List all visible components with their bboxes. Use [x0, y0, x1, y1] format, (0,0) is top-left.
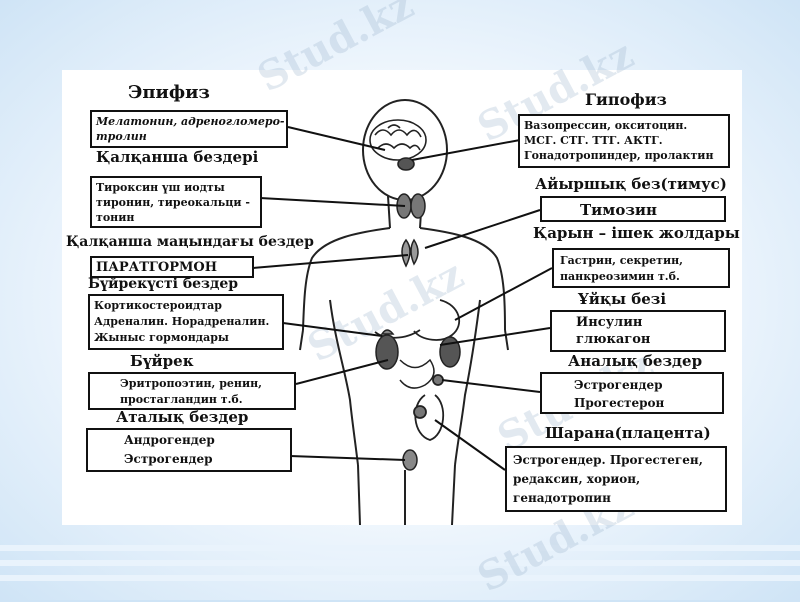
hormone-text: Эстрогендер	[574, 378, 663, 392]
label-thyroid: Қалқанша бездері	[96, 148, 259, 166]
label-ovaries: Аналық бездер	[568, 352, 703, 370]
hormone-text: Жыныс гормондары	[94, 331, 229, 344]
hormone-text: Тироксин үш иодты	[96, 181, 225, 194]
left-side	[329, 299, 359, 466]
hormone-text: Эритропоэтин, ренин,	[120, 377, 262, 390]
left-shoulder	[302, 227, 391, 331]
label-epiphysis: Эпифиз	[128, 82, 210, 103]
box-thymus: Тимозин	[540, 196, 726, 222]
box-thyroid: Тироксин үш иодты тиронин, тиреокальци -…	[90, 176, 262, 228]
hormone-text: МСГ. СТГ. ТТГ. АКТГ.	[524, 134, 663, 147]
label-parathyroid: Қалқанша маңындағы бездер	[66, 234, 314, 250]
label-pancreas: Ұйқы безі	[578, 290, 667, 308]
label-adrenal: Бүйрекүсті бездер	[88, 276, 239, 292]
hormone-text: Гастрин, секретин,	[560, 254, 683, 267]
hormone-text: Тимозин	[580, 201, 657, 219]
box-gut: Гастрин, секретин, панкреозимин т.б.	[552, 248, 730, 288]
head-outline	[362, 99, 448, 201]
hormone-text: тиронин, тиреокальци -	[96, 196, 250, 209]
hormone-text: тролин	[96, 130, 147, 143]
uterus-icon	[413, 374, 444, 441]
testes-icon	[402, 449, 418, 471]
intestine-icon	[399, 358, 435, 389]
box-pituitary: Вазопрессин, окситоцин. МСГ. СТГ. ТТГ. А…	[518, 114, 730, 168]
box-adrenal: Кортикостероидтар Адреналин. Норадренали…	[88, 294, 284, 350]
hormone-text: простагландин т.б.	[120, 393, 243, 406]
thymus-icon	[401, 238, 419, 268]
hormone-text: Вазопрессин, окситоцин.	[524, 119, 688, 132]
decor-stripe	[0, 560, 800, 566]
box-epiphysis: Мелатонин, адреногломеро- тролин	[90, 110, 288, 148]
hormone-text: панкреозимин т.б.	[560, 270, 680, 283]
hormone-text: Эстрогендер	[124, 452, 213, 466]
label-placenta: Шарана(плацента)	[545, 424, 711, 442]
label-thymus: Айыршық без(тимус)	[535, 175, 727, 193]
hormone-text: Прогестерон	[574, 396, 665, 410]
label-kidney: Бүйрек	[130, 352, 194, 370]
box-placenta: Эстрогендер. Прогестеген, редаксин, хори…	[505, 446, 727, 512]
label-gut: Қарын – ішек жолдары	[533, 224, 740, 242]
connector-lines	[252, 126, 553, 471]
legs	[357, 464, 456, 526]
box-kidney: Эритропоэтин, ренин, простагландин т.б.	[88, 372, 296, 410]
brain-icon	[369, 119, 427, 171]
arm-stumps	[299, 329, 509, 351]
label-testes: Аталық бездер	[116, 408, 249, 426]
label-pituitary: Гипофиз	[585, 90, 667, 109]
box-ovaries: Эстрогендер Прогестерон	[540, 372, 724, 414]
box-parathyroid: ПАРАТГОРМОН	[90, 256, 254, 278]
box-testes: Андрогендер Эстрогендер	[86, 428, 292, 472]
hormone-text: Инсулин	[576, 315, 643, 330]
hormone-text: Мелатонин, адреногломеро-	[96, 115, 285, 128]
hormone-text: ПАРАТГОРМОН	[96, 260, 217, 275]
stomach-icon	[374, 299, 461, 341]
hormone-text: Кортикостероидтар	[94, 299, 222, 312]
decor-stripe	[0, 575, 800, 581]
right-shoulder	[419, 227, 506, 331]
decor-stripe	[0, 545, 800, 551]
right-side	[454, 299, 481, 466]
hormone-text: Адреналин. Норадреналин.	[94, 315, 270, 328]
hormone-text: редаксин, хорион,	[513, 472, 641, 486]
hormone-text: глюкагон	[576, 332, 651, 347]
hormone-text: Гонадотропиндер, пролактин	[524, 149, 714, 162]
box-pancreas: Инсулин глюкагон	[550, 310, 726, 352]
hormone-text: Эстрогендер. Прогестеген,	[513, 453, 703, 467]
hormone-text: тонин	[96, 211, 135, 224]
hormone-text: Андрогендер	[124, 433, 215, 447]
hormone-text: генадотропин	[513, 491, 611, 505]
